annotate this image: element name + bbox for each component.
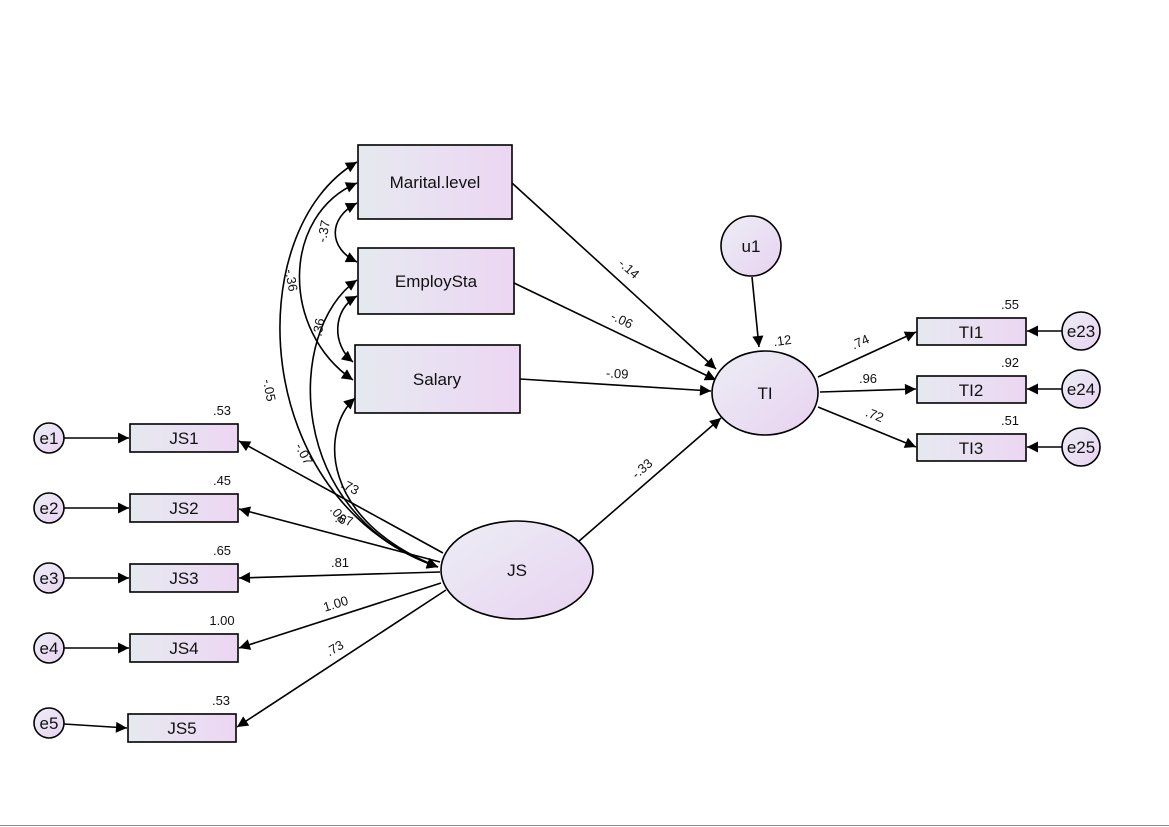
node-salary-label: Salary (413, 370, 462, 389)
node-e4: e4 (33, 632, 65, 664)
cov-salary-js (333, 397, 439, 569)
node-e23-label: e23 (1067, 322, 1095, 341)
coef-ti-ti2: .96 (859, 371, 877, 386)
node-ti3: TI3 (916, 433, 1027, 462)
coef-js-js2: .67 (333, 510, 354, 529)
coef-js-js4: 1.00 (321, 593, 350, 615)
node-e5: e5 (33, 707, 65, 739)
cov-label-marital-employ: -.37 (314, 219, 333, 244)
node-u1: u1 (720, 215, 782, 277)
r2-ti3: .51 (1001, 413, 1019, 428)
node-js2: JS2 (129, 493, 239, 523)
node-js4-label: JS4 (169, 639, 198, 658)
node-e5-label: e5 (40, 714, 59, 733)
r2-js3: .65 (213, 543, 231, 558)
r2-ti1: .55 (1001, 297, 1019, 312)
path-salary-ti (519, 378, 712, 396)
r2-js2: .45 (213, 473, 231, 488)
node-ti2-label: TI2 (959, 381, 984, 400)
node-e3: e3 (33, 562, 65, 594)
node-e3-label: e3 (40, 569, 59, 588)
node-ti-label: TI (757, 384, 772, 403)
path-js-js4 (238, 582, 442, 650)
node-marital-level-label: Marital.level (390, 173, 481, 192)
node-e2-label: e2 (40, 499, 59, 518)
node-ti1: TI1 (916, 317, 1027, 346)
node-e24-label: e24 (1067, 380, 1095, 399)
path-js-js2 (238, 506, 441, 563)
path-u1-ti (751, 276, 764, 348)
node-u1-label: u1 (742, 237, 761, 256)
node-js5-label: JS5 (167, 719, 196, 738)
node-js1: JS1 (129, 423, 239, 453)
node-ti3-label: TI3 (959, 439, 984, 458)
coef-js-js5: .73 (323, 637, 346, 659)
node-js: JS (440, 520, 594, 620)
path-employ-ti (513, 282, 717, 381)
path-ti-ti3 (817, 406, 917, 448)
coef-js-js1: .73 (339, 476, 362, 498)
node-js2-label: JS2 (169, 499, 198, 518)
cov-label-employ-salary: .36 (310, 317, 328, 337)
node-ti: TI (711, 350, 819, 436)
cov-label-marital-salary: -.36 (282, 268, 301, 293)
node-e4-label: e4 (40, 639, 59, 658)
path-ti-ti2 (819, 383, 917, 395)
node-js-label: JS (507, 561, 527, 580)
coef-ti-ti1: .74 (849, 331, 872, 352)
node-e25: e25 (1061, 427, 1101, 467)
r2-js1: .53 (213, 403, 231, 418)
r2-ti: .12 (772, 332, 792, 349)
node-employsta-label: EmploySta (395, 272, 478, 291)
node-e1: e1 (33, 422, 65, 454)
path-js-ti (577, 417, 722, 543)
bottom-divider (0, 825, 1169, 826)
node-employsta: EmploySta (357, 247, 515, 315)
node-salary: Salary (354, 344, 521, 414)
coef-js-js3: .81 (331, 555, 349, 570)
coef-salary-ti: -.09 (606, 365, 629, 381)
cov-marital-employ (334, 202, 358, 263)
r2-js4: 1.00 (209, 613, 234, 628)
path-js-js3 (238, 571, 441, 584)
path-ti-ti1 (817, 331, 917, 378)
coef-ti-ti3: .72 (863, 404, 885, 425)
r2-js5: .53 (212, 693, 230, 708)
path-marital-ti (511, 182, 717, 370)
node-e23: e23 (1061, 311, 1101, 351)
r2-ti2: .92 (1001, 355, 1019, 370)
node-e24: e24 (1061, 369, 1101, 409)
path-e5-js5 (63, 721, 128, 733)
node-marital-level: Marital.level (357, 144, 513, 220)
node-e25-label: e25 (1067, 438, 1095, 457)
coef-marital-ti: -.14 (616, 256, 643, 282)
coef-employ-ti: -.06 (609, 308, 636, 331)
cov-employ-salary (336, 295, 358, 363)
cov-marital-salary (298, 182, 358, 381)
cov-label-employ-js: -.07 (292, 440, 316, 467)
node-js5: JS5 (127, 713, 237, 743)
node-ti1-label: TI1 (959, 323, 984, 342)
node-js3: JS3 (129, 563, 239, 593)
node-js4: JS4 (129, 633, 239, 663)
cov-label-marital-js: -.05 (260, 378, 279, 403)
node-e2: e2 (33, 492, 65, 524)
node-ti2: TI2 (916, 375, 1027, 404)
node-js3-label: JS3 (169, 569, 198, 588)
path-js-js5 (236, 589, 447, 728)
cov-employ-js (309, 279, 439, 569)
path-js-js1 (238, 440, 444, 554)
node-e1-label: e1 (40, 429, 59, 448)
node-js1-label: JS1 (169, 429, 198, 448)
